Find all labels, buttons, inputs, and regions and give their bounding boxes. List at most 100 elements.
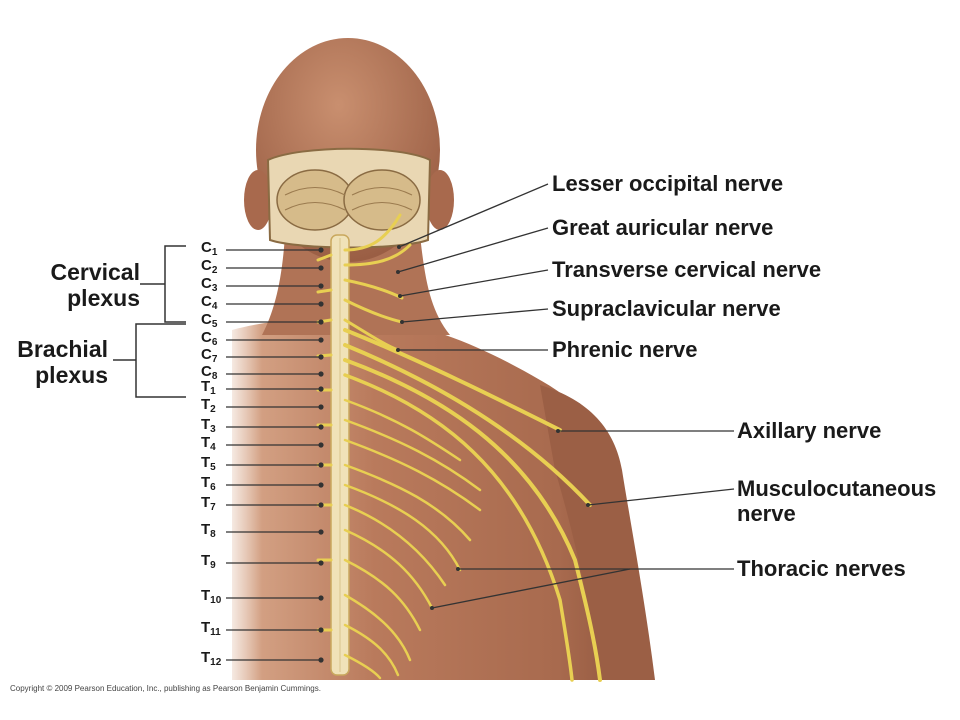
segment-letter: C	[201, 257, 212, 274]
segment-number: 5	[210, 462, 216, 473]
segment-letter: T	[201, 434, 211, 451]
brachial-plexus-label: Brachial plexus	[8, 336, 108, 388]
great-auricular-nerve-label: Great auricular nerve	[552, 215, 774, 240]
segment-number: 8	[211, 371, 218, 382]
neck	[262, 235, 450, 335]
segment-dot	[318, 627, 324, 633]
segment-letter: T	[201, 416, 211, 433]
segment-dot	[318, 337, 324, 343]
segment-number: 3	[211, 283, 218, 294]
segment-number: 12	[210, 657, 222, 668]
transverse-cervical-nerve-label: Transverse cervical nerve	[552, 257, 822, 282]
segment-dot	[318, 247, 324, 253]
segment-number: 6	[210, 482, 216, 493]
segment-dot	[318, 283, 324, 289]
segment-letter: C	[201, 275, 212, 292]
segment-number: 6	[211, 337, 218, 348]
segment-label-c3: C3	[201, 275, 217, 294]
segment-label-c1: C1	[201, 239, 217, 258]
cervical-line1: Cervical	[50, 259, 140, 285]
phrenic-nerve-label: Phrenic nerve	[552, 337, 698, 362]
segment-letter: T	[201, 494, 211, 511]
segment-number: 2	[211, 265, 218, 276]
segment-letter: T	[201, 587, 211, 604]
segment-label-t5: T5	[201, 454, 216, 473]
segment-label-t12: T12	[201, 649, 221, 668]
segment-leader-lines	[226, 247, 324, 663]
segment-dot	[318, 560, 324, 566]
segment-letter: T	[201, 619, 211, 636]
cerebellum-right	[343, 169, 421, 231]
segment-dot	[318, 319, 324, 325]
segment-dot	[318, 371, 324, 377]
cervical-line2: plexus	[67, 285, 140, 311]
segment-number: 1	[211, 247, 218, 258]
segment-dot	[318, 595, 324, 601]
segment-letter: T	[201, 378, 211, 395]
segment-letter: T	[201, 454, 211, 471]
segment-number: 7	[210, 502, 216, 513]
segment-number: 5	[211, 319, 218, 330]
segment-dot	[318, 404, 324, 410]
segment-label-c8: C8	[201, 363, 217, 382]
lesser-occipital-nerve-label: Lesser occipital nerve	[552, 171, 784, 196]
segment-letter: C	[201, 293, 212, 310]
copyright-text: Copyright © 2009 Pearson Education, Inc.…	[10, 684, 321, 693]
segment-dot	[318, 301, 324, 307]
segment-letter: T	[201, 649, 211, 666]
segment-number: 10	[210, 595, 222, 606]
segment-label-c4: C4	[201, 293, 217, 312]
segment-letter: C	[201, 239, 212, 256]
nerve-branches	[316, 213, 602, 682]
thoracic-nerves-label: Thoracic nerves	[737, 556, 906, 581]
leader-lines	[397, 183, 735, 609]
segment-dot	[318, 482, 324, 488]
segment-label-t8: T8	[201, 521, 216, 540]
segment-number: 9	[210, 560, 216, 571]
supraclavicular-nerve-label: Supraclavicular nerve	[552, 296, 781, 321]
musculocutaneous-line1: Musculocutaneous	[737, 476, 937, 501]
segment-label-c2: C2	[201, 257, 217, 276]
segment-dot	[318, 657, 324, 663]
segment-label-t7: T7	[201, 494, 216, 513]
axillary-nerve-label: Axillary nerve	[737, 418, 882, 443]
right-arm	[540, 385, 655, 680]
segment-dot	[318, 386, 324, 392]
segment-label-t4: T4	[201, 434, 216, 453]
segment-label-c6: C6	[201, 329, 217, 348]
segment-label-c7: C7	[201, 346, 217, 365]
cervical-plexus-label: Cervical plexus	[40, 259, 140, 311]
segment-letter: T	[201, 552, 211, 569]
segment-letter: T	[201, 396, 211, 413]
segment-label-t1: T1	[201, 378, 216, 397]
segment-letter: C	[201, 363, 212, 380]
segment-dot	[318, 424, 324, 430]
musculocutaneous-nerve-label: Musculocutaneous nerve	[737, 476, 936, 526]
segment-dot	[318, 462, 324, 468]
segment-dot	[318, 442, 324, 448]
segment-letter: C	[201, 311, 212, 328]
brachial-line1: Brachial	[17, 336, 108, 362]
segment-label-t11: T11	[201, 619, 221, 638]
segment-letter: T	[201, 474, 211, 491]
segment-number: 2	[210, 404, 216, 415]
segment-number: 4	[210, 442, 216, 453]
segment-dot	[318, 502, 324, 508]
segment-label-t9: T9	[201, 552, 216, 571]
segment-dot	[318, 265, 324, 271]
segment-dot	[318, 529, 324, 535]
segment-letter: T	[201, 521, 211, 538]
segment-label-t2: T2	[201, 396, 216, 415]
segment-label-t6: T6	[201, 474, 216, 493]
cerebellum-left	[276, 169, 354, 231]
segment-letter: C	[201, 346, 212, 363]
group-brackets	[113, 245, 186, 398]
segment-number: 8	[210, 529, 216, 540]
segment-number: 1	[210, 386, 216, 397]
segment-letter: C	[201, 329, 212, 346]
right-ear	[426, 170, 454, 230]
left-ear	[244, 170, 272, 230]
segment-label-c5: C5	[201, 311, 217, 330]
